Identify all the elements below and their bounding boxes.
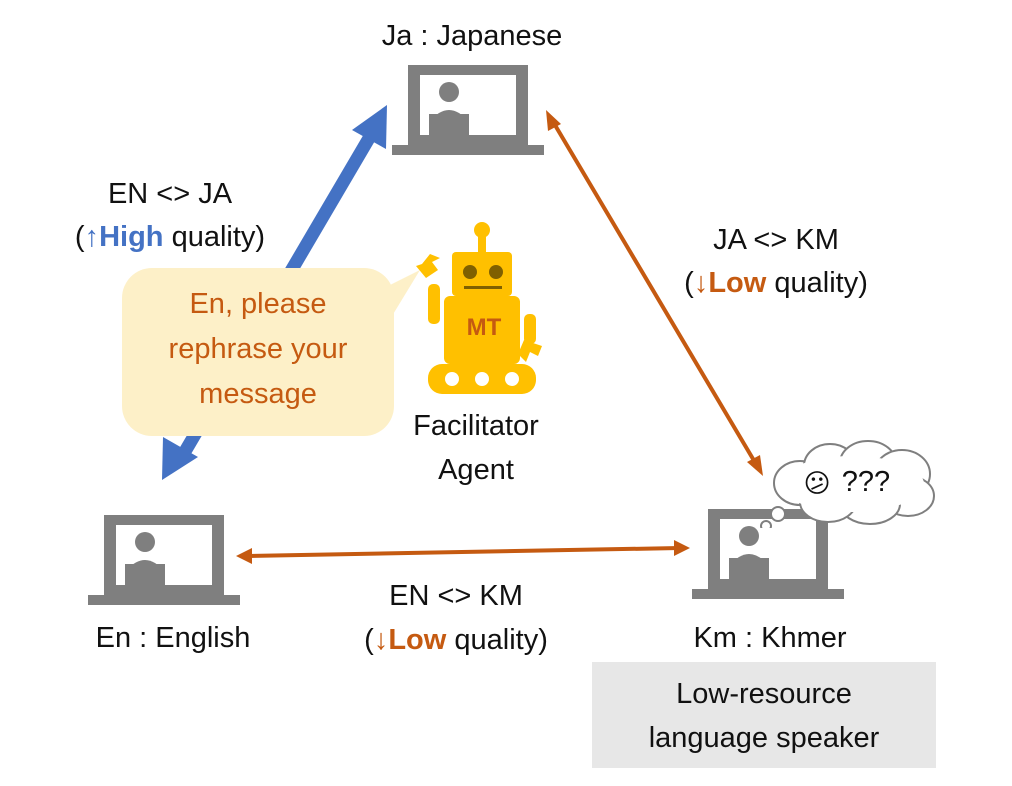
en-ja-pair: EN <> JA: [107, 178, 233, 210]
agent-label-line1: Facilitator: [413, 410, 539, 442]
paren: (: [364, 624, 374, 656]
quality-level: Low: [388, 624, 447, 656]
down-arrow-icon: ↓: [693, 267, 709, 299]
speech-line: message: [199, 378, 317, 410]
up-arrow-icon: ↑: [84, 221, 100, 253]
agent-label-line2: Agent: [438, 454, 514, 486]
quality-rest: quality): [766, 267, 868, 299]
speech-line: En, please: [189, 288, 327, 320]
low-resource-note-text: Low-resource language speaker: [592, 672, 936, 760]
speech-bubble-text: En, please rephrase your message: [122, 282, 394, 417]
ja-km-quality: (↓Low quality): [650, 265, 902, 301]
down-arrow-icon: ↓: [373, 624, 389, 656]
thought-cloud-icon: [760, 440, 935, 528]
km-user-label: Km : Khmer: [693, 622, 847, 654]
paren: (: [684, 267, 694, 299]
low-resource-note: [592, 662, 936, 768]
mt-badge: MT: [466, 314, 502, 341]
ja-km-arrowhead-bottom: [747, 455, 763, 476]
en-user-label: En : English: [95, 622, 251, 654]
speech-bubble: [122, 268, 394, 436]
ja-km-arrowhead-top: [546, 110, 561, 131]
quality-level: High: [99, 221, 164, 253]
note-line: language speaker: [648, 722, 880, 754]
en-km-quality: (↓Low quality): [330, 622, 582, 658]
note-line: Low-resource: [676, 678, 852, 710]
ja-km-pair: JA <> KM: [713, 224, 839, 256]
en-km-arrowhead-right: [674, 540, 690, 556]
paren: (: [74, 221, 85, 253]
en-km-pair: EN <> KM: [389, 580, 523, 612]
en-km-arrowhead-left: [236, 548, 252, 564]
thought-text: ???: [841, 466, 891, 498]
en-ja-arrowhead-top: [352, 105, 387, 149]
ja-laptop-icon: [392, 65, 544, 155]
confused-face-icon: 😕: [803, 468, 831, 498]
quality-level: Low: [708, 267, 767, 299]
speech-line: rephrase your: [168, 333, 348, 365]
en-laptop-icon: [88, 515, 240, 605]
ja-user-label: Ja : Japanese: [381, 20, 563, 52]
quality-rest: quality): [446, 624, 548, 656]
en-ja-arrowhead-bottom: [162, 437, 198, 480]
robot-icon: [416, 222, 542, 394]
ja-km-arrow: [550, 118, 758, 466]
en-ja-quality: (↑High quality): [40, 219, 300, 255]
quality-rest: quality): [163, 221, 266, 253]
en-km-arrow: [245, 546, 681, 558]
